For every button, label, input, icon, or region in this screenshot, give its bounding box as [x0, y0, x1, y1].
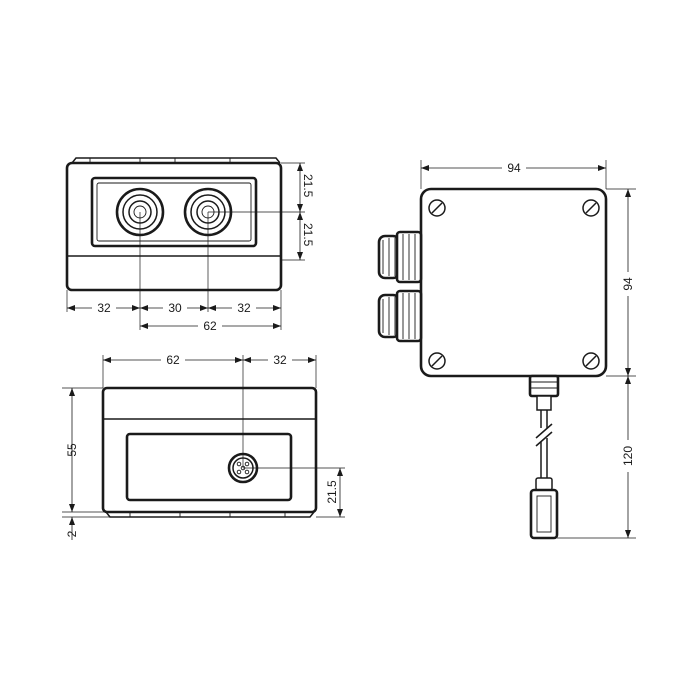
side-gland-upper — [377, 230, 423, 284]
dim-front-right-span: 32 — [273, 353, 287, 367]
dim-top-right-offset: 32 — [237, 301, 251, 315]
cable — [535, 410, 553, 478]
screw-top-left-icon — [428, 199, 446, 217]
front-view-ridge — [105, 511, 315, 518]
bottom-cable-fitting — [528, 374, 560, 411]
dim-cable-length: 120 — [621, 446, 635, 466]
dim-top-half-lower: 21.5 — [301, 223, 315, 247]
cable-plug — [529, 477, 559, 540]
front-view-panel — [125, 432, 293, 502]
dim-top-gland-spacing: 30 — [168, 301, 182, 315]
side-view: 94 94 120 — [377, 160, 636, 540]
top-view-ridge — [71, 157, 281, 164]
front-view-housing — [101, 386, 318, 514]
side-gland-lower — [377, 289, 423, 343]
top-view-housing — [65, 161, 283, 292]
dim-front-base-offset: 2 — [65, 530, 79, 537]
screw-bottom-left-icon — [428, 352, 446, 370]
screw-top-right-icon — [582, 199, 600, 217]
dim-front-left-span: 62 — [166, 353, 180, 367]
side-view-housing — [419, 187, 608, 378]
screw-bottom-right-icon — [582, 352, 600, 370]
dim-top-half-upper: 21.5 — [301, 174, 315, 198]
top-view: 21.5 21.5 32 30 32 62 — [65, 157, 315, 333]
dim-front-height: 55 — [65, 443, 79, 457]
dim-top-gland-span: 62 — [203, 319, 217, 333]
front-view: 62 32 55 2 21.5 — [62, 352, 345, 540]
dim-front-connector-height: 21.5 — [325, 480, 339, 504]
dim-side-height: 94 — [621, 277, 635, 291]
dim-top-left-offset: 32 — [97, 301, 111, 315]
dim-side-width: 94 — [507, 161, 521, 175]
